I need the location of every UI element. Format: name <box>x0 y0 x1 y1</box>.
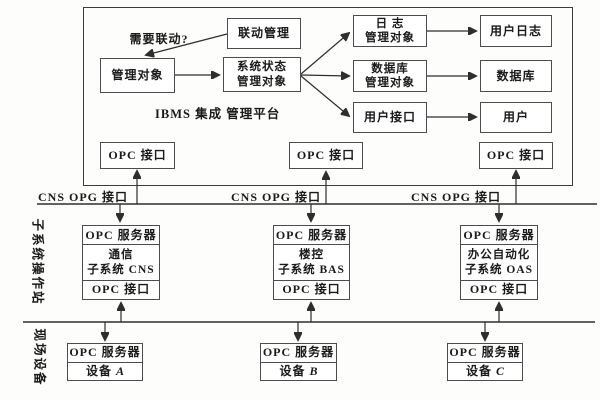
subsystem-oas-opc-server: OPC 服务器 <box>461 226 537 244</box>
subsystem-oas-name: 办公自动化 子系统 OAS <box>461 244 537 279</box>
cns-opg-interface-label-2: CNS OPG 接口 <box>231 190 322 204</box>
need-linkage-question-label: 需要联动? <box>129 32 189 46</box>
subsystem-bas-name: 楼控 子系统 BAS <box>274 244 349 279</box>
log-line1: 日 志 <box>375 17 405 30</box>
device-a-stack: OPC 服务器 设备 A <box>67 343 143 381</box>
device-b-prefix: 设备 <box>279 363 306 378</box>
device-a-prefix: 设备 <box>85 363 112 378</box>
user-interface-box: 用户接口 <box>353 102 427 133</box>
user-label: 用户 <box>502 110 529 125</box>
system-state-line2: 管理对象 <box>237 75 287 88</box>
device-c-opc-server: OPC 服务器 <box>448 344 522 362</box>
log-managed-object-box: 日 志 管理对象 <box>353 15 427 47</box>
database-managed-object-box: 数据库 管理对象 <box>353 60 427 92</box>
subsystem-bas-name-line2: 子系统 BAS <box>278 263 345 276</box>
subsystem-cns-name-line1: 通信 <box>108 249 134 262</box>
platform-opc-interface-box-left: OPC 接口 <box>100 142 175 169</box>
subsystem-oas-stack: OPC 服务器 办公自动化 子系统 OAS OPC 接口 <box>460 225 538 300</box>
subsystem-cns-opc-interface: OPC 接口 <box>83 279 159 299</box>
subsystem-bas-server-label: OPC 服务器 <box>275 227 348 242</box>
subsystem-bas-opc-interface: OPC 接口 <box>274 279 349 299</box>
managed-object-box: 管理对象 <box>100 58 175 93</box>
subsystem-layer-side-label: 子系统操作站 <box>30 218 45 306</box>
arrow-sysstate-to-userif <box>300 75 349 116</box>
subsystem-bas-interface-label: OPC 接口 <box>282 282 341 297</box>
arrow-sysstate-to-log <box>300 33 349 75</box>
device-a-name: 设备 A <box>68 361 142 381</box>
platform-title: IBMS 集成 管理平台 <box>155 106 279 122</box>
device-b-server-label: OPC 服务器 <box>262 345 335 360</box>
linkage-management-label: 联动管理 <box>237 26 290 41</box>
platform-title-line1: IBMS 集成 <box>155 107 223 121</box>
subsystem-cns-name-line2: 子系统 CNS <box>87 263 155 276</box>
device-b-stack: OPC 服务器 设备 B <box>260 343 337 381</box>
device-c-id: C <box>496 363 505 378</box>
subsystem-cns-interface-label: OPC 接口 <box>91 282 151 297</box>
user-log-box: 用户日志 <box>480 15 552 47</box>
platform-opc-interface-right-label: OPC 接口 <box>486 148 546 163</box>
platform-title-line2: 管理平台 <box>226 107 281 121</box>
subsystem-cns-stack: OPC 服务器 通信 子系统 CNS OPC 接口 <box>82 225 160 300</box>
subsystem-cns-server-label: OPC 服务器 <box>85 227 157 242</box>
user-interface-label: 用户接口 <box>363 110 416 125</box>
managed-object-label: 管理对象 <box>111 68 164 83</box>
log-line2: 管理对象 <box>365 32 415 44</box>
db-mgmt-line2: 管理对象 <box>365 77 415 89</box>
subsystem-bas-opc-server: OPC 服务器 <box>274 226 349 244</box>
arrow-sysstate-to-db <box>300 75 349 76</box>
system-state-managed-object-box: 系统状态 管理对象 <box>223 57 301 92</box>
subsystem-cns-name: 通信 子系统 CNS <box>83 244 159 279</box>
device-a-id: A <box>116 363 125 378</box>
ibms-platform-frame <box>83 7 573 186</box>
platform-opc-interface-left-label: OPC 接口 <box>108 148 167 163</box>
subsystem-oas-server-label: OPC 服务器 <box>463 227 535 242</box>
linkage-management-box: 联动管理 <box>227 18 301 49</box>
subsystem-oas-interface-label: OPC 接口 <box>469 282 529 297</box>
platform-opc-interface-box-right: OPC 接口 <box>479 142 553 169</box>
subsystem-bas-stack: OPC 服务器 楼控 子系统 BAS OPC 接口 <box>273 225 350 300</box>
db-mgmt-line1: 数据库 <box>371 62 409 75</box>
device-b-opc-server: OPC 服务器 <box>261 344 336 362</box>
subsystem-oas-name-line1: 办公自动化 <box>467 249 531 262</box>
device-c-name: 设备 C <box>448 361 522 381</box>
system-state-line1: 系统状态 <box>237 61 287 74</box>
cns-opg-interface-label-1: CNS OPG 接口 <box>38 190 129 204</box>
device-b-name: 设备 B <box>261 361 336 381</box>
subsystem-cns-opc-server: OPC 服务器 <box>83 226 159 244</box>
database-box: 数据库 <box>480 60 552 92</box>
platform-opc-interface-box-middle: OPC 接口 <box>289 142 363 169</box>
device-b-id: B <box>309 363 318 378</box>
device-a-opc-server: OPC 服务器 <box>68 344 142 362</box>
user-box: 用户 <box>480 102 552 133</box>
device-c-prefix: 设备 <box>465 363 492 378</box>
field-layer-side-label: 现场设备 <box>32 328 47 387</box>
subsystem-oas-name-line2: 子系统 OAS <box>464 263 534 276</box>
device-c-server-label: OPC 服务器 <box>449 345 521 360</box>
user-log-label: 用户日志 <box>489 23 542 38</box>
platform-opc-interface-middle-label: OPC 接口 <box>296 148 356 163</box>
arrow-linkage-to-managed <box>146 33 228 55</box>
subsystem-bas-name-line1: 楼控 <box>299 249 324 262</box>
device-a-server-label: OPC 服务器 <box>69 345 141 360</box>
subsystem-oas-opc-interface: OPC 接口 <box>461 279 537 299</box>
database-label: 数据库 <box>496 68 536 83</box>
cns-opg-interface-label-3: CNS OPG 接口 <box>411 190 502 204</box>
device-c-stack: OPC 服务器 设备 C <box>447 343 523 381</box>
